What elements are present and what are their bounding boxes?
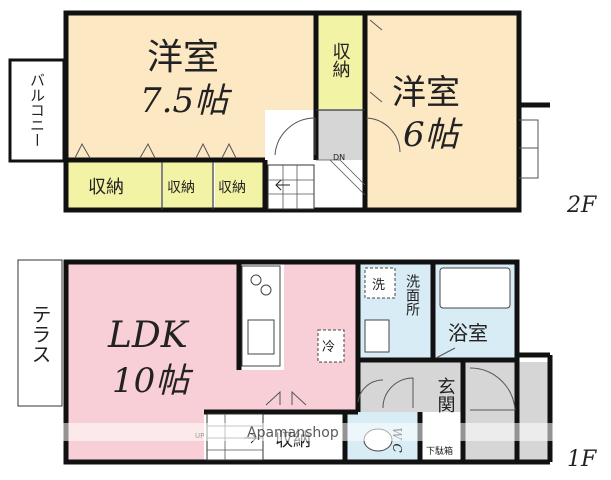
- fridge-label: 冷: [322, 340, 335, 355]
- door-6-room: [365, 117, 401, 153]
- bath-label: 浴室: [448, 321, 488, 345]
- western-room-7-5-size: 7.5帖: [140, 81, 233, 121]
- closet-3-fill: [215, 162, 264, 210]
- closet-3-label: 収納: [218, 180, 246, 196]
- closet-2-fill: [163, 162, 212, 210]
- door-wc: [357, 379, 384, 403]
- door-closets: [74, 142, 237, 159]
- floor-1f-label: 1F: [567, 447, 597, 472]
- western-room-6-fill: [366, 13, 519, 210]
- closet-top-fill: [316, 13, 365, 109]
- door-bath: [435, 347, 456, 359]
- kitchen-counter: [241, 265, 281, 367]
- western-room-6-size: 6帖: [403, 115, 464, 155]
- door-7-5-room: [274, 117, 316, 156]
- closet-1-label: 収納: [88, 177, 124, 198]
- sink-basin: [364, 319, 390, 353]
- shoe-box-label: 下駄箱: [426, 445, 453, 457]
- outer-wall-2f-main: [63, 10, 522, 213]
- terrace-label: テラス: [28, 304, 52, 364]
- balcony-outline: [8, 58, 66, 163]
- watermark-band: [62, 423, 582, 441]
- entrance-label: 玄関: [435, 377, 456, 413]
- terrace-outline: [17, 259, 63, 407]
- door-entrance: [382, 377, 414, 409]
- door-closet-top: [369, 19, 383, 103]
- door-ldk: [265, 390, 307, 406]
- ldk-size: 10帖: [112, 361, 194, 401]
- washroom-label: 洗面所: [404, 274, 420, 316]
- washer-box: [364, 267, 396, 299]
- floor-2: DN 洋室 7.5帖 洋室 6帖 収納 収納 収納 収納 バルコニー 2F: [8, 10, 597, 218]
- window-right: [519, 119, 539, 179]
- western-room-6-name: 洋室: [392, 73, 460, 113]
- fridge-box: [317, 329, 345, 363]
- ldk-fill: [66, 262, 358, 412]
- landing-fill: [316, 110, 365, 160]
- floor-2f-label: 2F: [566, 193, 597, 218]
- closet-2-label: 収納: [167, 180, 195, 196]
- bathtub: [439, 267, 511, 309]
- stair-dn-label: DN: [333, 153, 345, 162]
- western-room-7-5-name: 洋室: [147, 37, 219, 78]
- door-front: [469, 367, 516, 411]
- closet-top-label: 収納: [330, 42, 351, 78]
- washer-label: 洗: [372, 278, 385, 293]
- balcony-label: バルコニー: [28, 73, 46, 148]
- closet-1-fill: [66, 162, 161, 210]
- stair-2f: DN: [267, 153, 366, 210]
- ldk-name: LDK: [107, 315, 190, 356]
- watermark-text: Apamanshop: [247, 425, 339, 441]
